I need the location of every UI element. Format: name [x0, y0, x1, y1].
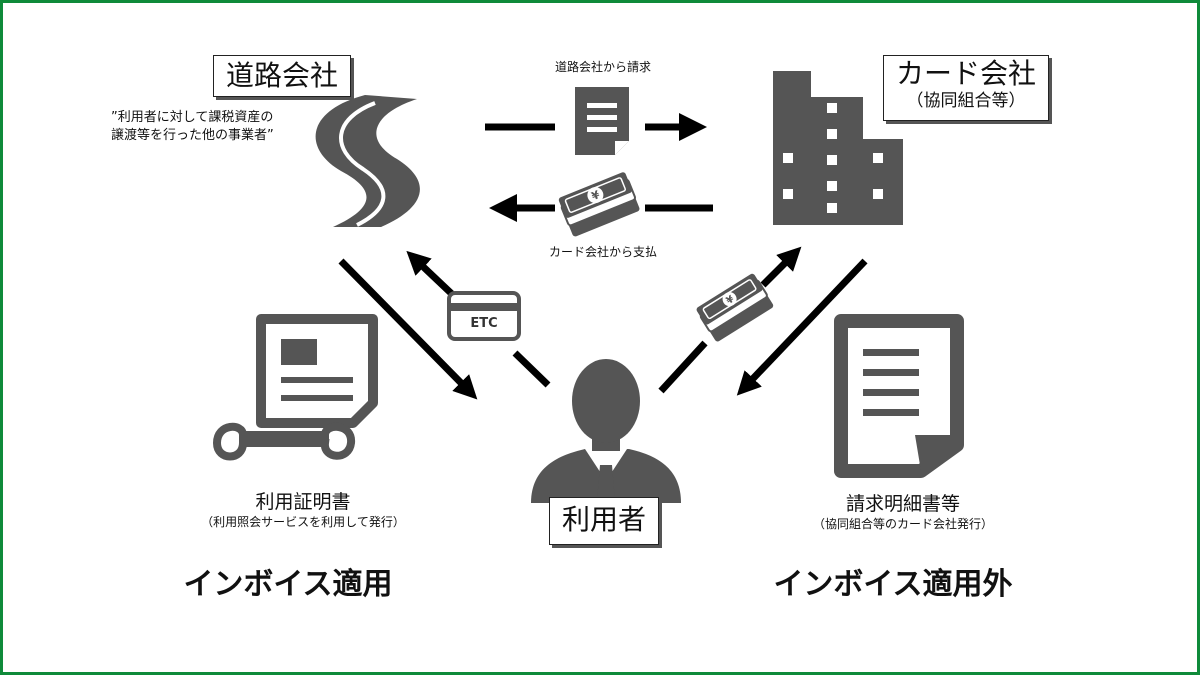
cash-stack-icon: ¥ [696, 273, 774, 342]
diagram-graphics: ¥ ¥ [212, 71, 964, 507]
user-label: 利用者 [549, 497, 659, 545]
road-icon [315, 95, 420, 227]
svg-text:¥: ¥ [725, 294, 737, 307]
road-company-quote: ”利用者に対して課税資産の 譲渡等を行った他の事業者” [111, 109, 274, 144]
right-document-title: 請求明細書等 [845, 493, 960, 515]
invoice-icon [575, 87, 629, 155]
cash-stack-icon: ¥ [558, 172, 640, 237]
road-company-quote-line1: ”利用者に対して課税資産の [111, 110, 274, 125]
card-company-label: カード会社 （協同組合等） [883, 55, 1049, 121]
headline-left: インボイス適用 [183, 567, 393, 602]
road-company-label-text: 道路会社 [225, 59, 338, 92]
building-icon [773, 71, 903, 225]
right-document-subtitle: （協同組合等のカード会社発行） [812, 517, 993, 531]
road-company-label: 道路会社 [213, 55, 351, 97]
road-company-quote-line2: 譲渡等を行った他の事業者” [111, 127, 274, 143]
certificate-scroll-icon [212, 314, 378, 461]
billing-label: 道路会社から請求 [554, 60, 651, 74]
left-document-title: 利用証明書 [255, 491, 351, 513]
payment-label: カード会社から支払 [548, 245, 657, 259]
etc-card-icon [447, 291, 521, 341]
left-document-subtitle: （利用照会サービスを利用して発行） [201, 515, 405, 529]
user-to-road-arrow [406, 250, 551, 388]
card-company-sublabel: （協同組合等） [906, 91, 1026, 112]
road-to-user-arrow [338, 258, 478, 400]
user-label-text: 利用者 [561, 503, 646, 536]
statement-document-icon [834, 314, 964, 478]
user-to-card-arrow [658, 246, 802, 394]
etc-card-label: ETC [470, 316, 498, 331]
card-to-user-arrow [736, 258, 868, 396]
headline-right: インボイス適用外 [773, 567, 1013, 602]
user-person-icon [531, 359, 681, 507]
card-company-label-text: カード会社 [895, 57, 1036, 90]
